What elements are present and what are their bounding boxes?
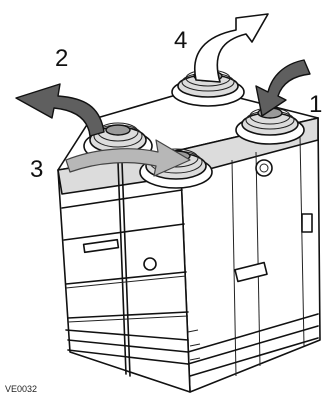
airflow-arrow-1 [256, 60, 310, 116]
callout-4: 4 [174, 27, 187, 54]
airflow-arrow-2 [16, 84, 104, 136]
figure-code: VE0032 [5, 384, 37, 394]
callout-1: 1 [309, 91, 322, 118]
callout-2: 2 [55, 45, 68, 72]
callout-3: 3 [30, 156, 43, 183]
airflow-arrow-4 [195, 14, 268, 82]
